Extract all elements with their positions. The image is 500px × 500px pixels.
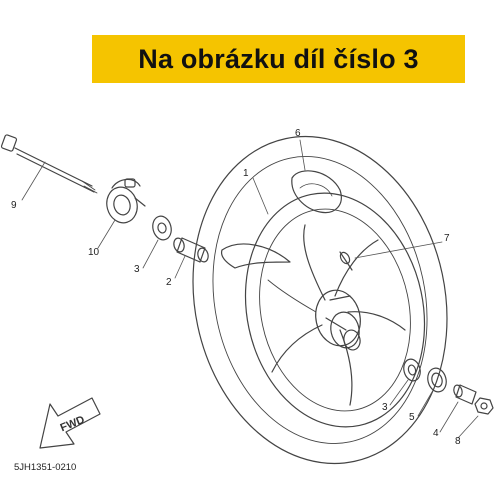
wheel-rim-part-1: [244, 192, 426, 428]
callout-3-left: 3: [134, 264, 140, 275]
callout-10: 10: [88, 247, 100, 258]
tire-part-6: [192, 135, 448, 465]
callout-2: 2: [166, 277, 172, 288]
collar-part-2: [173, 237, 209, 263]
leader-lines: [21, 139, 479, 439]
callout-7: 7: [444, 233, 450, 244]
callout-1: 1: [243, 168, 249, 179]
callout-8: 8: [455, 436, 461, 447]
nut-part-8: [474, 397, 494, 415]
callout-6: 6: [295, 128, 301, 139]
callout-5: 5: [409, 412, 415, 423]
valve-part-7: [339, 251, 353, 271]
callout-9: 9: [11, 200, 17, 211]
fwd-arrow: [39, 397, 101, 449]
gear-unit-part-10: [106, 178, 146, 224]
drawing-code: 5JH1351-0210: [14, 462, 77, 473]
axle-part-9: [0, 134, 98, 194]
callout-3-right: 3: [382, 402, 388, 413]
bearing-right-part-3: [403, 358, 421, 382]
part-number-banner: Na obrázku díl číslo 3: [92, 35, 465, 83]
bearing-left-part-3: [152, 215, 172, 241]
collar-part-4: [453, 384, 477, 405]
oil-seal-part-5: [427, 367, 447, 393]
callout-4: 4: [433, 428, 439, 439]
